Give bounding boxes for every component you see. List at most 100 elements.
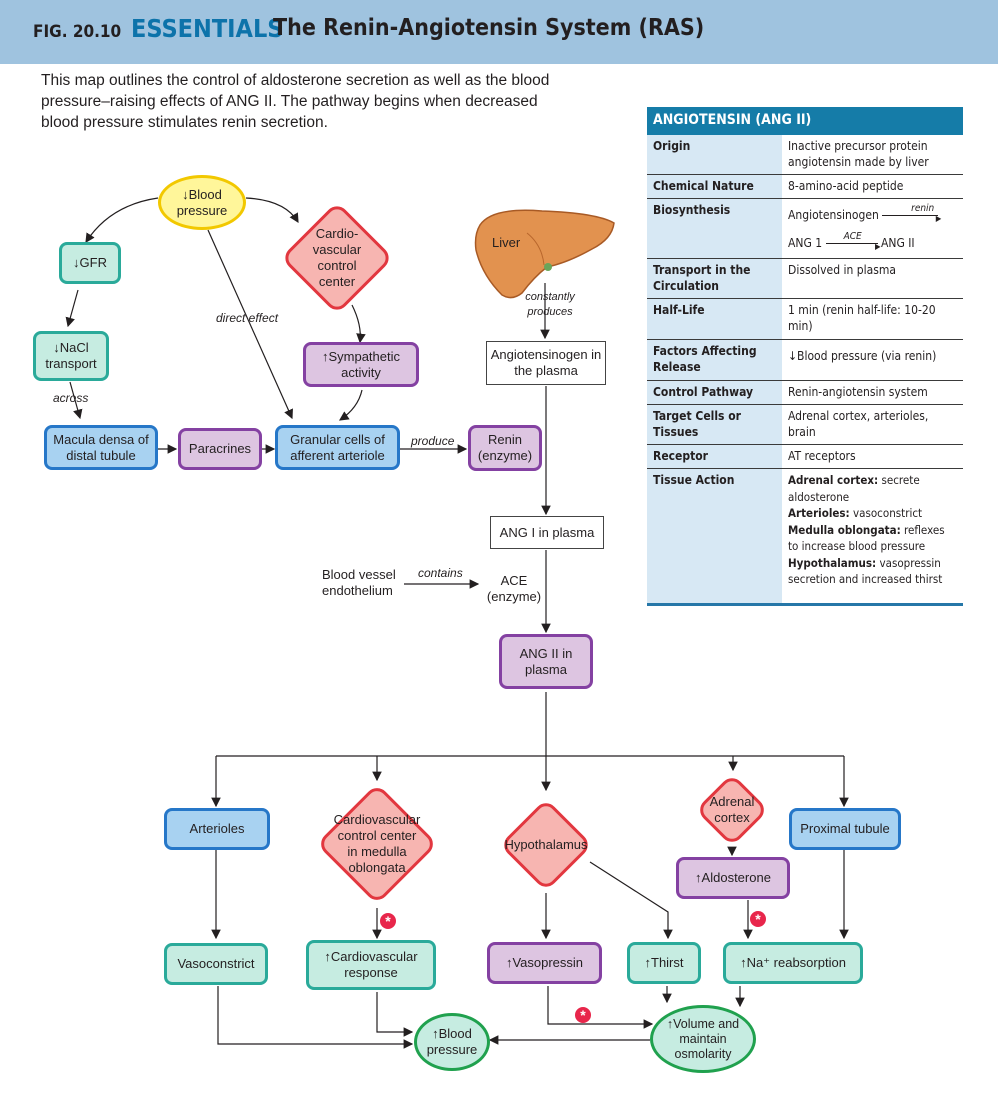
biosynth-step2: ANG 1 ACE ▶ ANG II	[788, 231, 915, 251]
table-value: ↓Blood pressure (via renin)	[782, 340, 963, 380]
table-value: Adrenal cortex, arterioles, brain	[782, 405, 963, 444]
produce-label: produce	[411, 434, 455, 448]
table-row: Chemical Nature 8-amino-acid peptide	[647, 175, 963, 199]
table-row: Transport in the Circulation Dissolved i…	[647, 259, 963, 299]
renin-arrow-label: renin	[911, 203, 935, 214]
tissue-action-value: Adrenal cortex: secrete aldosterone Arte…	[782, 469, 963, 603]
macula-densa-node: Macula densa of distal tubule	[44, 425, 158, 470]
table-row: Half-Life 1 min (renin half-life: 10-20 …	[647, 299, 963, 340]
volume-osmolarity-node: ↑Volume and maintain osmolarity	[650, 1005, 756, 1073]
blood-pressure-decrease-node: ↓Blood pressure	[158, 175, 246, 230]
figure-number: FIG. 20.10	[33, 22, 122, 42]
liver-label: Liver	[492, 235, 521, 250]
arrowhead-icon: ▶	[935, 214, 942, 223]
tissue-action-item: Adrenal cortex: secrete aldosterone	[788, 472, 957, 505]
table-value: Inactive precursor protein angiotensin m…	[782, 135, 963, 174]
table-key: Tissue Action	[653, 473, 735, 487]
tissue-effect: reflexes to increase blood pressure	[788, 522, 945, 554]
table-value: AT receptors	[782, 445, 963, 468]
table-title: ANGIOTENSIN (ANG II)	[647, 107, 963, 135]
table-row: Origin Inactive precursor protein angiot…	[647, 135, 963, 175]
cardiovascular-control-center-label: Cardio-vascular control center	[312, 225, 362, 289]
ang2-text: ANG II	[881, 236, 915, 250]
renin-node: Renin (enzyme)	[468, 425, 542, 471]
constantly-produces-label: constantly produces	[525, 291, 575, 318]
nacl-transport-node: ↓NaCl transport	[33, 331, 109, 381]
hypothalamus-label: Hypothalamus	[504, 837, 588, 852]
angiotensinogen-node: Angiotensinogen in the plasma	[486, 341, 606, 385]
renin-arrow: renin ▶	[882, 203, 941, 223]
tissue-name: Medulla oblongata:	[788, 522, 901, 537]
tissue-action-item: Arterioles: vasoconstrict	[788, 505, 957, 522]
arterioles-node: Arterioles	[164, 808, 270, 850]
liver-illustration	[474, 209, 615, 299]
proximal-tubule-node: Proximal tubule	[789, 808, 901, 850]
hypothalamus-node: Hypothalamus	[496, 798, 596, 892]
table-key: Origin	[653, 139, 691, 153]
table-value: Renin-angiotensin system	[782, 381, 963, 404]
blood-vessel-endothelium-label: Blood vessel endothelium	[322, 567, 396, 598]
across-label: across	[53, 391, 89, 405]
tissue-name: Arterioles:	[788, 506, 850, 520]
table-row: Target Cells or Tissues Adrenal cortex, …	[647, 405, 963, 445]
angiotensinogen-text: Angiotensinogen	[788, 208, 879, 222]
sympathetic-activity-node: ↑Sympathetic activity	[303, 342, 419, 387]
asterisk-icon: *	[750, 911, 766, 927]
figure-title: The Renin-Angiotensin System (RAS)	[273, 15, 705, 41]
thirst-node: ↑Thirst	[627, 942, 701, 984]
ace-arrow-label: ACE	[843, 231, 862, 242]
ang1-text: ANG 1	[788, 236, 823, 250]
biosynthesis-value: Angiotensinogen renin ▶ ANG 1 ACE ▶ ANG …	[782, 199, 963, 258]
aldosterone-node: ↑Aldosterone	[676, 857, 790, 899]
ace-node: ACE (enzyme)	[486, 573, 542, 604]
tissue-name: Adrenal cortex:	[788, 473, 879, 487]
tissue-action-item: Medulla oblongata: reflexes to increase …	[788, 522, 957, 555]
intro-text: This map outlines the control of aldoste…	[41, 72, 550, 131]
na-reabsorption-node: ↑Na⁺ reabsorption	[723, 942, 863, 984]
gfr-node: ↓GFR	[59, 242, 121, 284]
table-row: Tissue Action Adrenal cortex: secrete al…	[647, 469, 963, 603]
cardiovascular-control-center-node: Cardio-vascular control center	[280, 201, 394, 315]
tissue-effect: vasopressin secretion and increased thir…	[788, 555, 943, 587]
angiotensin-summary-table: ANGIOTENSIN (ANG II) Origin Inactive pre…	[647, 107, 963, 606]
table-key: Transport in the Circulation	[653, 263, 751, 293]
asterisk-icon: *	[575, 1007, 591, 1023]
table-key: Receptor	[653, 449, 708, 463]
table-row: Receptor AT receptors	[647, 445, 963, 469]
tissue-action-item: Hypothalamus: vasopressin secretion and …	[788, 555, 957, 588]
table-key: Target Cells or Tissues	[653, 409, 741, 439]
table-key: Half-Life	[653, 303, 705, 317]
direct-effect-label: direct effect	[216, 311, 279, 325]
table-key: Biosynthesis	[653, 203, 731, 217]
adrenal-cortex-node: Adrenal cortex	[694, 772, 770, 848]
granular-cells-node: Granular cells of afferent arteriole	[275, 425, 400, 470]
vasoconstrict-node: Vasoconstrict	[164, 943, 268, 985]
biosynth-step1: Angiotensinogen renin ▶	[788, 203, 941, 223]
adrenal-cortex-label: Adrenal cortex	[709, 794, 755, 825]
table-key: Factors Affecting Release	[653, 344, 757, 374]
tissue-name: Hypothalamus:	[788, 555, 877, 570]
medulla-cv-center-node: Cardiovascular control center in medulla…	[312, 782, 442, 906]
ang1-node: ANG I in plasma	[490, 516, 604, 549]
ang2-node: ANG II in plasma	[499, 634, 593, 689]
table-value: 1 min (renin half-life: 10-20 min)	[782, 299, 963, 339]
essentials-label: ESSENTIALS	[131, 14, 284, 43]
cardiovascular-response-node: ↑Cardiovascular response	[306, 940, 436, 990]
table-row: Control Pathway Renin-angiotensin system	[647, 381, 963, 405]
tissue-effect: vasoconstrict	[853, 506, 923, 520]
vasopressin-node: ↑Vasopressin	[487, 942, 602, 984]
table-key: Chemical Nature	[653, 179, 754, 193]
ace-arrow: ACE ▶	[825, 231, 881, 251]
table-row: Biosynthesis Angiotensinogen renin ▶ ANG…	[647, 199, 963, 259]
medulla-cv-center-label: Cardiovascular control center in medulla…	[333, 812, 421, 875]
figure-header: FIG. 20.10 ESSENTIALS The Renin-Angioten…	[0, 0, 998, 64]
table-value: Dissolved in plasma	[782, 259, 963, 298]
paracrines-node: Paracrines	[178, 428, 262, 470]
asterisk-icon: *	[380, 913, 396, 929]
blood-pressure-increase-node: ↑Blood pressure	[414, 1013, 490, 1071]
table-key: Control Pathway	[653, 385, 754, 399]
table-value: 8-amino-acid peptide	[782, 175, 963, 198]
arrowhead-icon: ▶	[875, 242, 881, 251]
tissue-effect: secrete aldosterone	[788, 473, 920, 504]
